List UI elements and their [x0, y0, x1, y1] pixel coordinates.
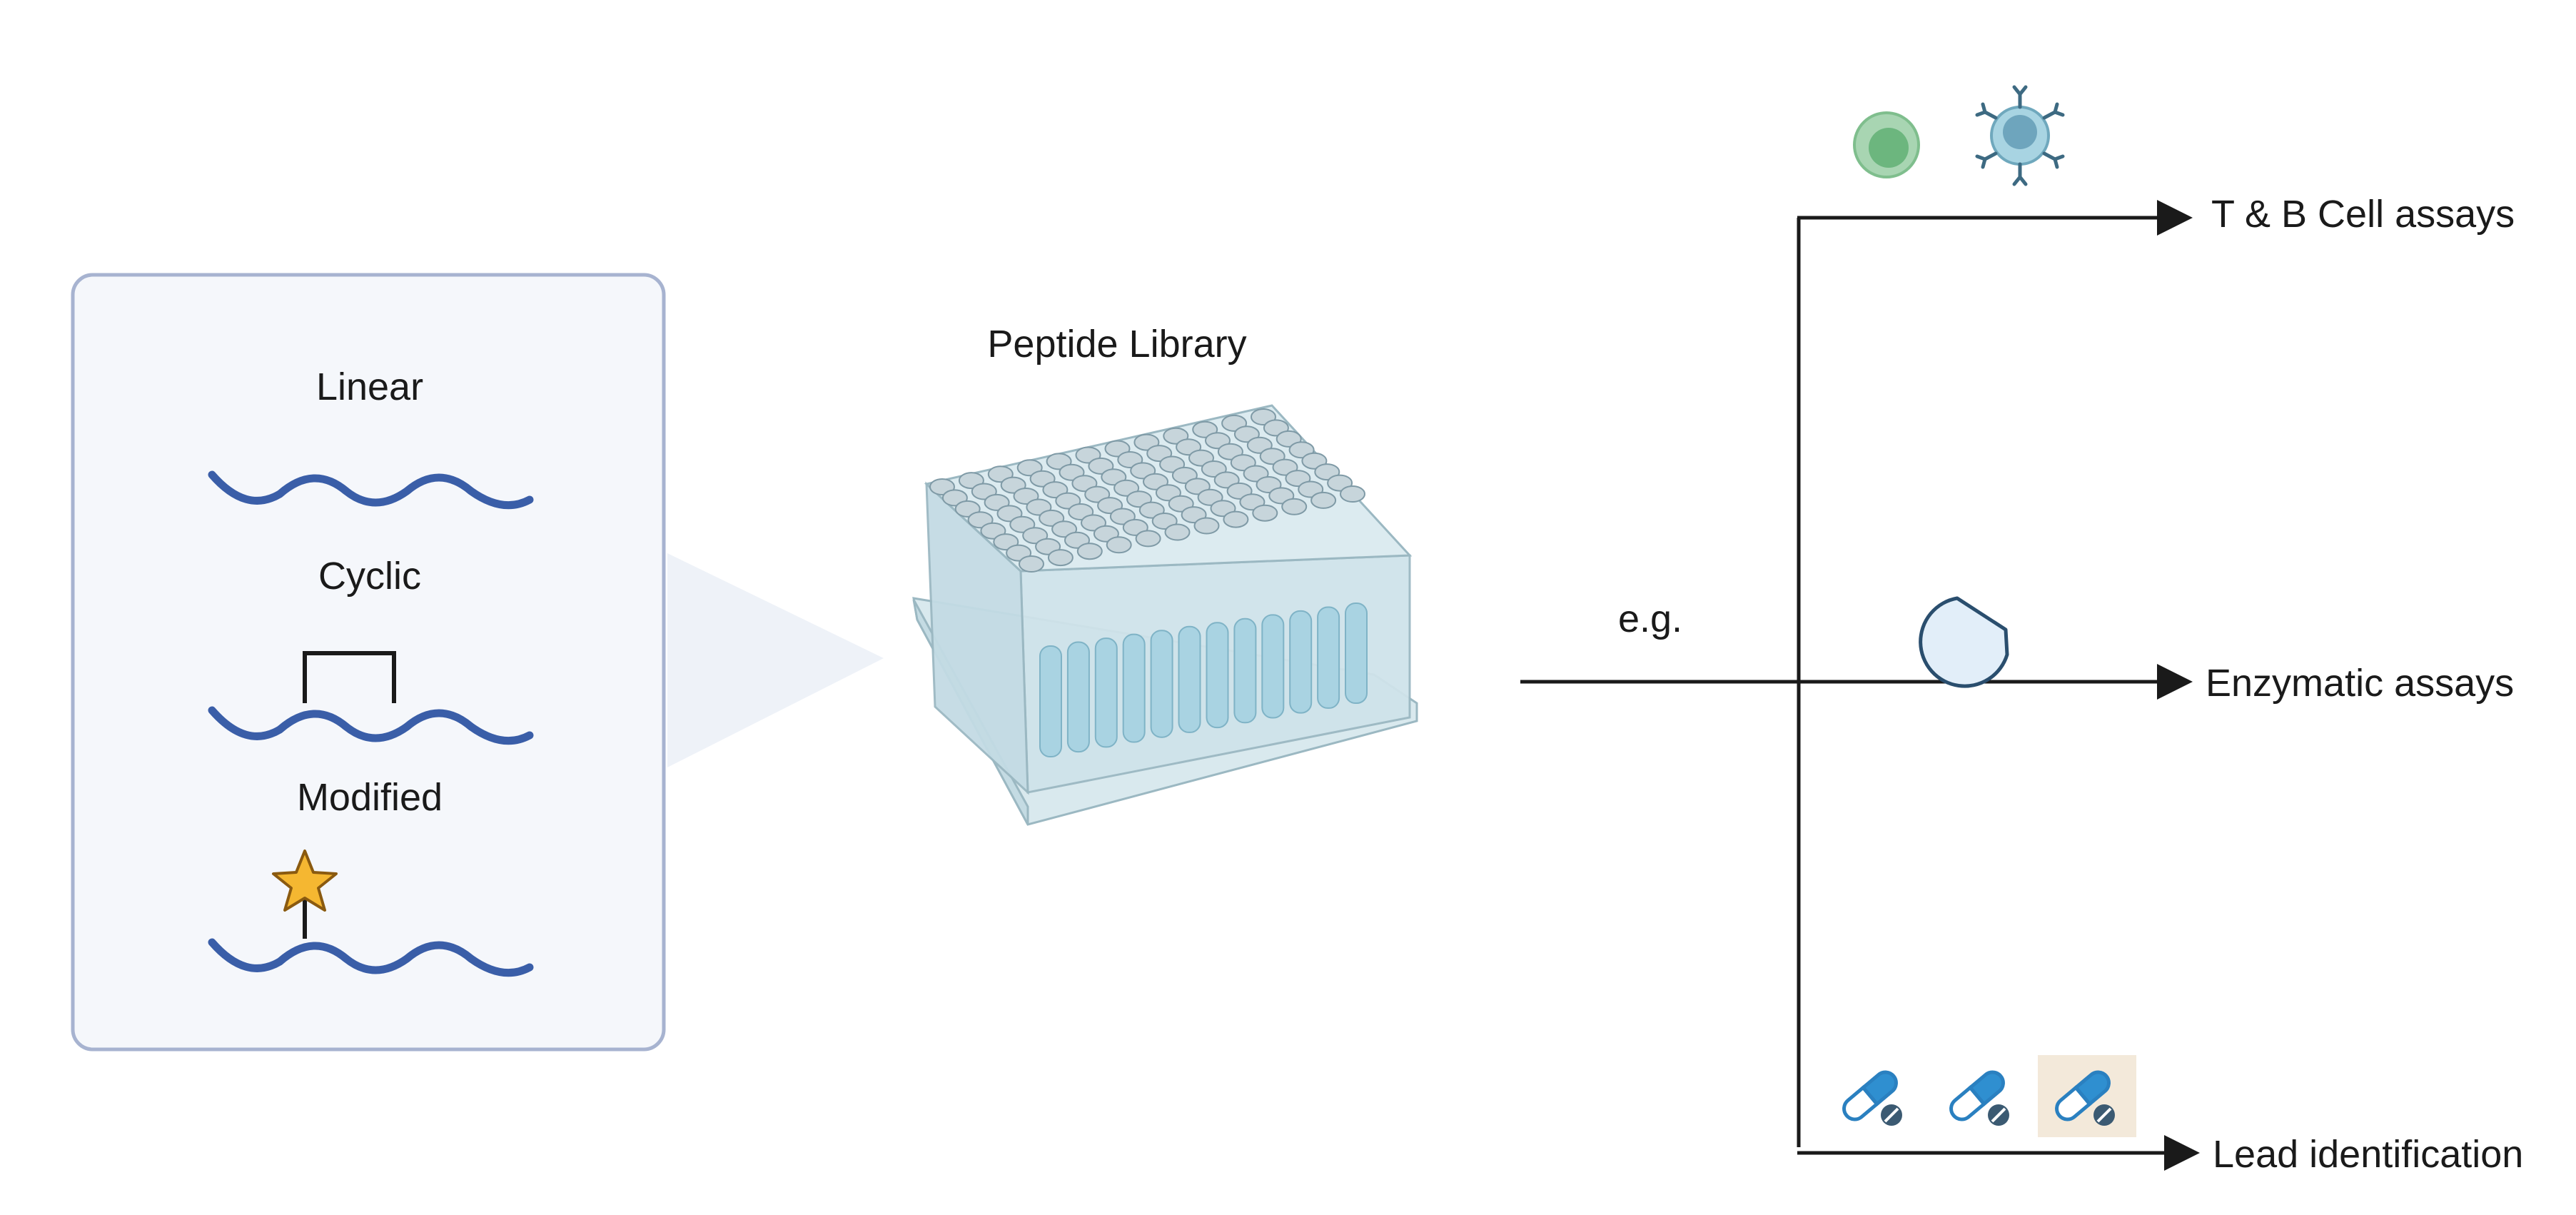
b-cell-icon	[1975, 85, 2065, 186]
capsule-pill-icon	[2055, 1070, 2111, 1121]
plate-tube	[1289, 610, 1313, 714]
linear-peptide-wave	[208, 470, 534, 510]
cyclic-bridge	[303, 651, 396, 703]
lead-identification-label: Lead identification	[2213, 1133, 2523, 1176]
callout-cone	[667, 553, 884, 767]
plate-tube	[1345, 603, 1368, 704]
plate-tube	[1233, 617, 1257, 724]
plate-well	[1252, 504, 1278, 522]
plate-well	[1164, 523, 1191, 541]
plate-tube	[1206, 622, 1229, 729]
plate-tube	[1317, 606, 1340, 709]
plate-tube	[1094, 637, 1118, 748]
plate-title: Peptide Library	[987, 323, 1246, 365]
capsule-pill-icon	[1949, 1070, 2005, 1121]
linear-label: Linear	[316, 365, 423, 408]
modification-star-icon	[272, 850, 338, 912]
plate-tube	[1178, 625, 1201, 733]
modified-label: Modified	[297, 776, 443, 819]
plate-tube	[1261, 614, 1285, 719]
modified-peptide-wave	[208, 938, 534, 977]
flow-arrows	[1520, 200, 2200, 1171]
eg-label: e.g.	[1618, 598, 1682, 640]
plate-well	[1340, 485, 1365, 503]
tablet-icon	[1988, 1104, 2009, 1126]
plate-well	[1310, 491, 1337, 509]
plate-tube	[1150, 630, 1173, 738]
plate-well	[1106, 536, 1132, 554]
cyclic-peptide-wave	[208, 706, 534, 745]
plate-tube	[1066, 641, 1090, 753]
plate-well	[1019, 555, 1044, 573]
capsule-pill-icon	[1842, 1070, 1898, 1121]
plate-well	[1135, 530, 1161, 548]
plate-well	[1076, 543, 1103, 560]
plate-well	[1281, 498, 1308, 515]
peptide-types-panel: Linear Cyclic Modified	[71, 273, 666, 1052]
well-plate-icon	[912, 404, 1418, 826]
enzyme-icon	[1919, 596, 2009, 688]
plate-well	[1223, 510, 1249, 528]
plate-well	[1193, 517, 1220, 535]
tablet-icon	[2093, 1104, 2115, 1126]
t-b-cell-assays-label: T & B Cell assays	[2211, 193, 2515, 236]
tablet-icon	[1881, 1104, 1902, 1126]
plate-tube	[1122, 633, 1146, 743]
cyclic-label: Cyclic	[318, 555, 421, 598]
t-cell-icon	[1853, 111, 1920, 178]
plate-well	[1047, 549, 1074, 567]
enzymatic-assays-label: Enzymatic assays	[2206, 662, 2514, 705]
plate-tube	[1039, 645, 1062, 757]
